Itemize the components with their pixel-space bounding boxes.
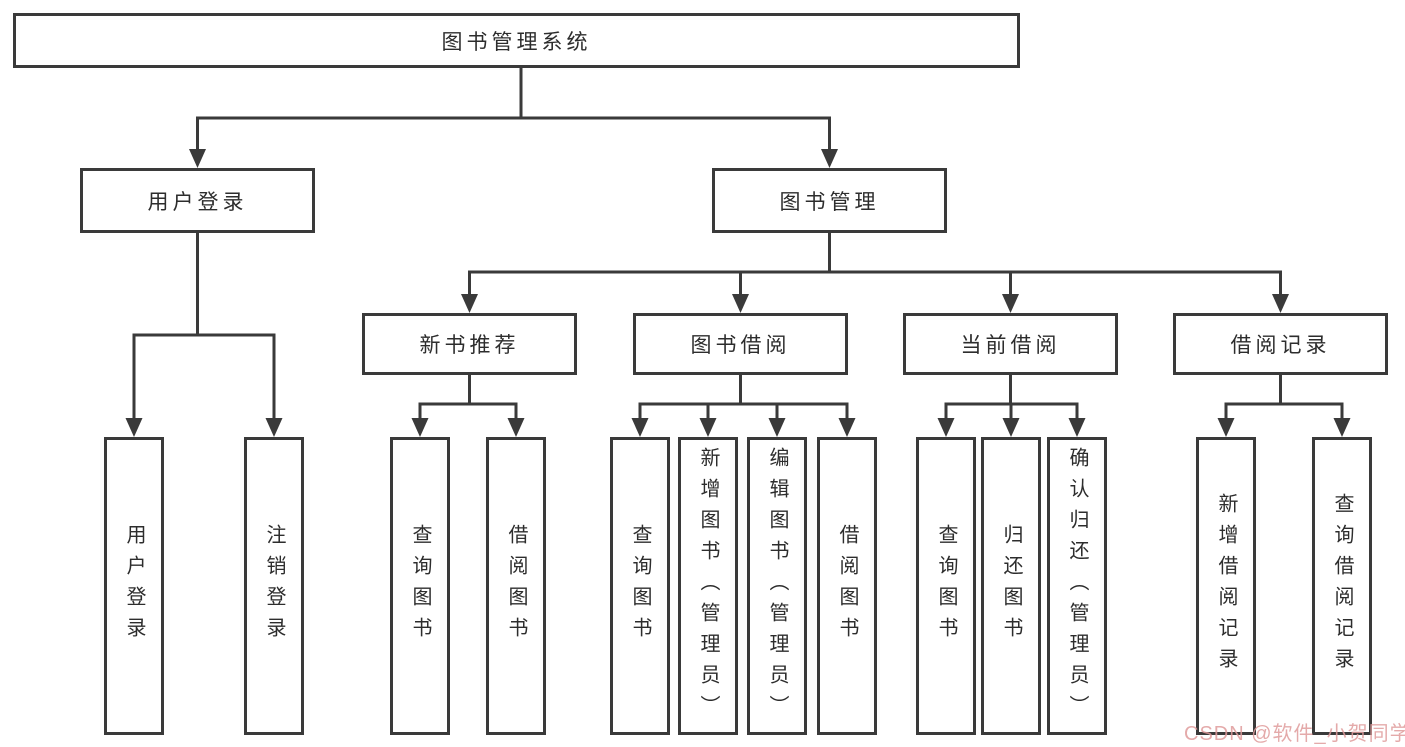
node-user-login: 用户登录 [80, 168, 315, 233]
node-label: 借阅图书 [836, 524, 858, 648]
node-label: 新增借阅记录 [1215, 493, 1237, 679]
arrow-down-icon [125, 418, 143, 437]
arrow-down-icon [1002, 418, 1020, 437]
node-label: 借阅图书 [505, 524, 527, 648]
arrow-down-icon [189, 149, 206, 168]
leaf-nbr-query-books: 查询图书 [390, 437, 450, 735]
arrow-down-icon [265, 418, 283, 437]
node-label: 查询图书 [629, 524, 651, 648]
leaf-bb-add-books-admin: 新增图书（管理员） [678, 437, 738, 735]
arrow-down-icon [1333, 418, 1351, 437]
node-label: 新增图书（管理员） [697, 446, 719, 726]
leaf-cb-query-books: 查询图书 [916, 437, 976, 735]
arrowhead-icons [125, 149, 1351, 437]
node-label: 归还图书 [1000, 524, 1022, 648]
arrow-down-icon [838, 418, 856, 437]
arrow-down-icon [1002, 294, 1019, 313]
node-label: 查询借阅记录 [1331, 493, 1353, 679]
leaf-nbr-borrow-books: 借阅图书 [486, 437, 546, 735]
node-label: 图书借阅 [690, 334, 791, 357]
node-label: 注销登录 [263, 524, 285, 648]
node-label: 图书管理 [779, 190, 880, 214]
leaf-bb-query-books: 查询图书 [610, 437, 670, 735]
leaf-cb-confirm-return-admin: 确认归还（管理员） [1047, 437, 1107, 735]
node-label: 图书管理系统 [441, 30, 592, 54]
node-label: 新书推荐 [419, 334, 520, 357]
arrow-down-icon [411, 418, 429, 437]
arrow-down-icon [461, 294, 478, 313]
leaf-br-add-record: 新增借阅记录 [1196, 437, 1256, 735]
node-label: 查询图书 [935, 524, 957, 648]
node-label: 编辑图书（管理员） [766, 446, 788, 726]
arrow-down-icon [1272, 294, 1289, 313]
leaf-user-login: 用户登录 [104, 437, 164, 735]
node-label: 查询图书 [409, 524, 431, 648]
node-borrow-records: 借阅记录 [1173, 313, 1388, 375]
arrow-down-icon [732, 294, 749, 313]
arrow-down-icon [768, 418, 786, 437]
node-current-borrow: 当前借阅 [903, 313, 1118, 375]
node-label: 用户登录 [147, 190, 248, 214]
node-label: 借阅记录 [1230, 334, 1331, 357]
arrow-down-icon [507, 418, 525, 437]
connector-path [132, 68, 1344, 420]
node-book-management: 图书管理 [712, 168, 947, 233]
arrow-down-icon [1217, 418, 1235, 437]
node-label: 确认归还（管理员） [1066, 446, 1088, 726]
node-label: 用户登录 [123, 524, 145, 648]
arrow-down-icon [937, 418, 955, 437]
arrow-down-icon [1068, 418, 1086, 437]
arrow-down-icon [631, 418, 649, 437]
leaf-cb-return-books: 归还图书 [981, 437, 1041, 735]
node-new-book-recommend: 新书推荐 [362, 313, 577, 375]
arrow-down-icon [821, 149, 838, 168]
node-book-borrow: 图书借阅 [633, 313, 848, 375]
watermark-text: CSDN @软件_小贺同学 [1184, 723, 1405, 745]
node-label: 当前借阅 [960, 334, 1061, 357]
leaf-bb-edit-books-admin: 编辑图书（管理员） [747, 437, 807, 735]
leaf-bb-borrow-books: 借阅图书 [817, 437, 877, 735]
arrow-down-icon [699, 418, 717, 437]
leaf-logout: 注销登录 [244, 437, 304, 735]
node-root: 图书管理系统 [13, 13, 1020, 68]
leaf-br-query-record: 查询借阅记录 [1312, 437, 1372, 735]
